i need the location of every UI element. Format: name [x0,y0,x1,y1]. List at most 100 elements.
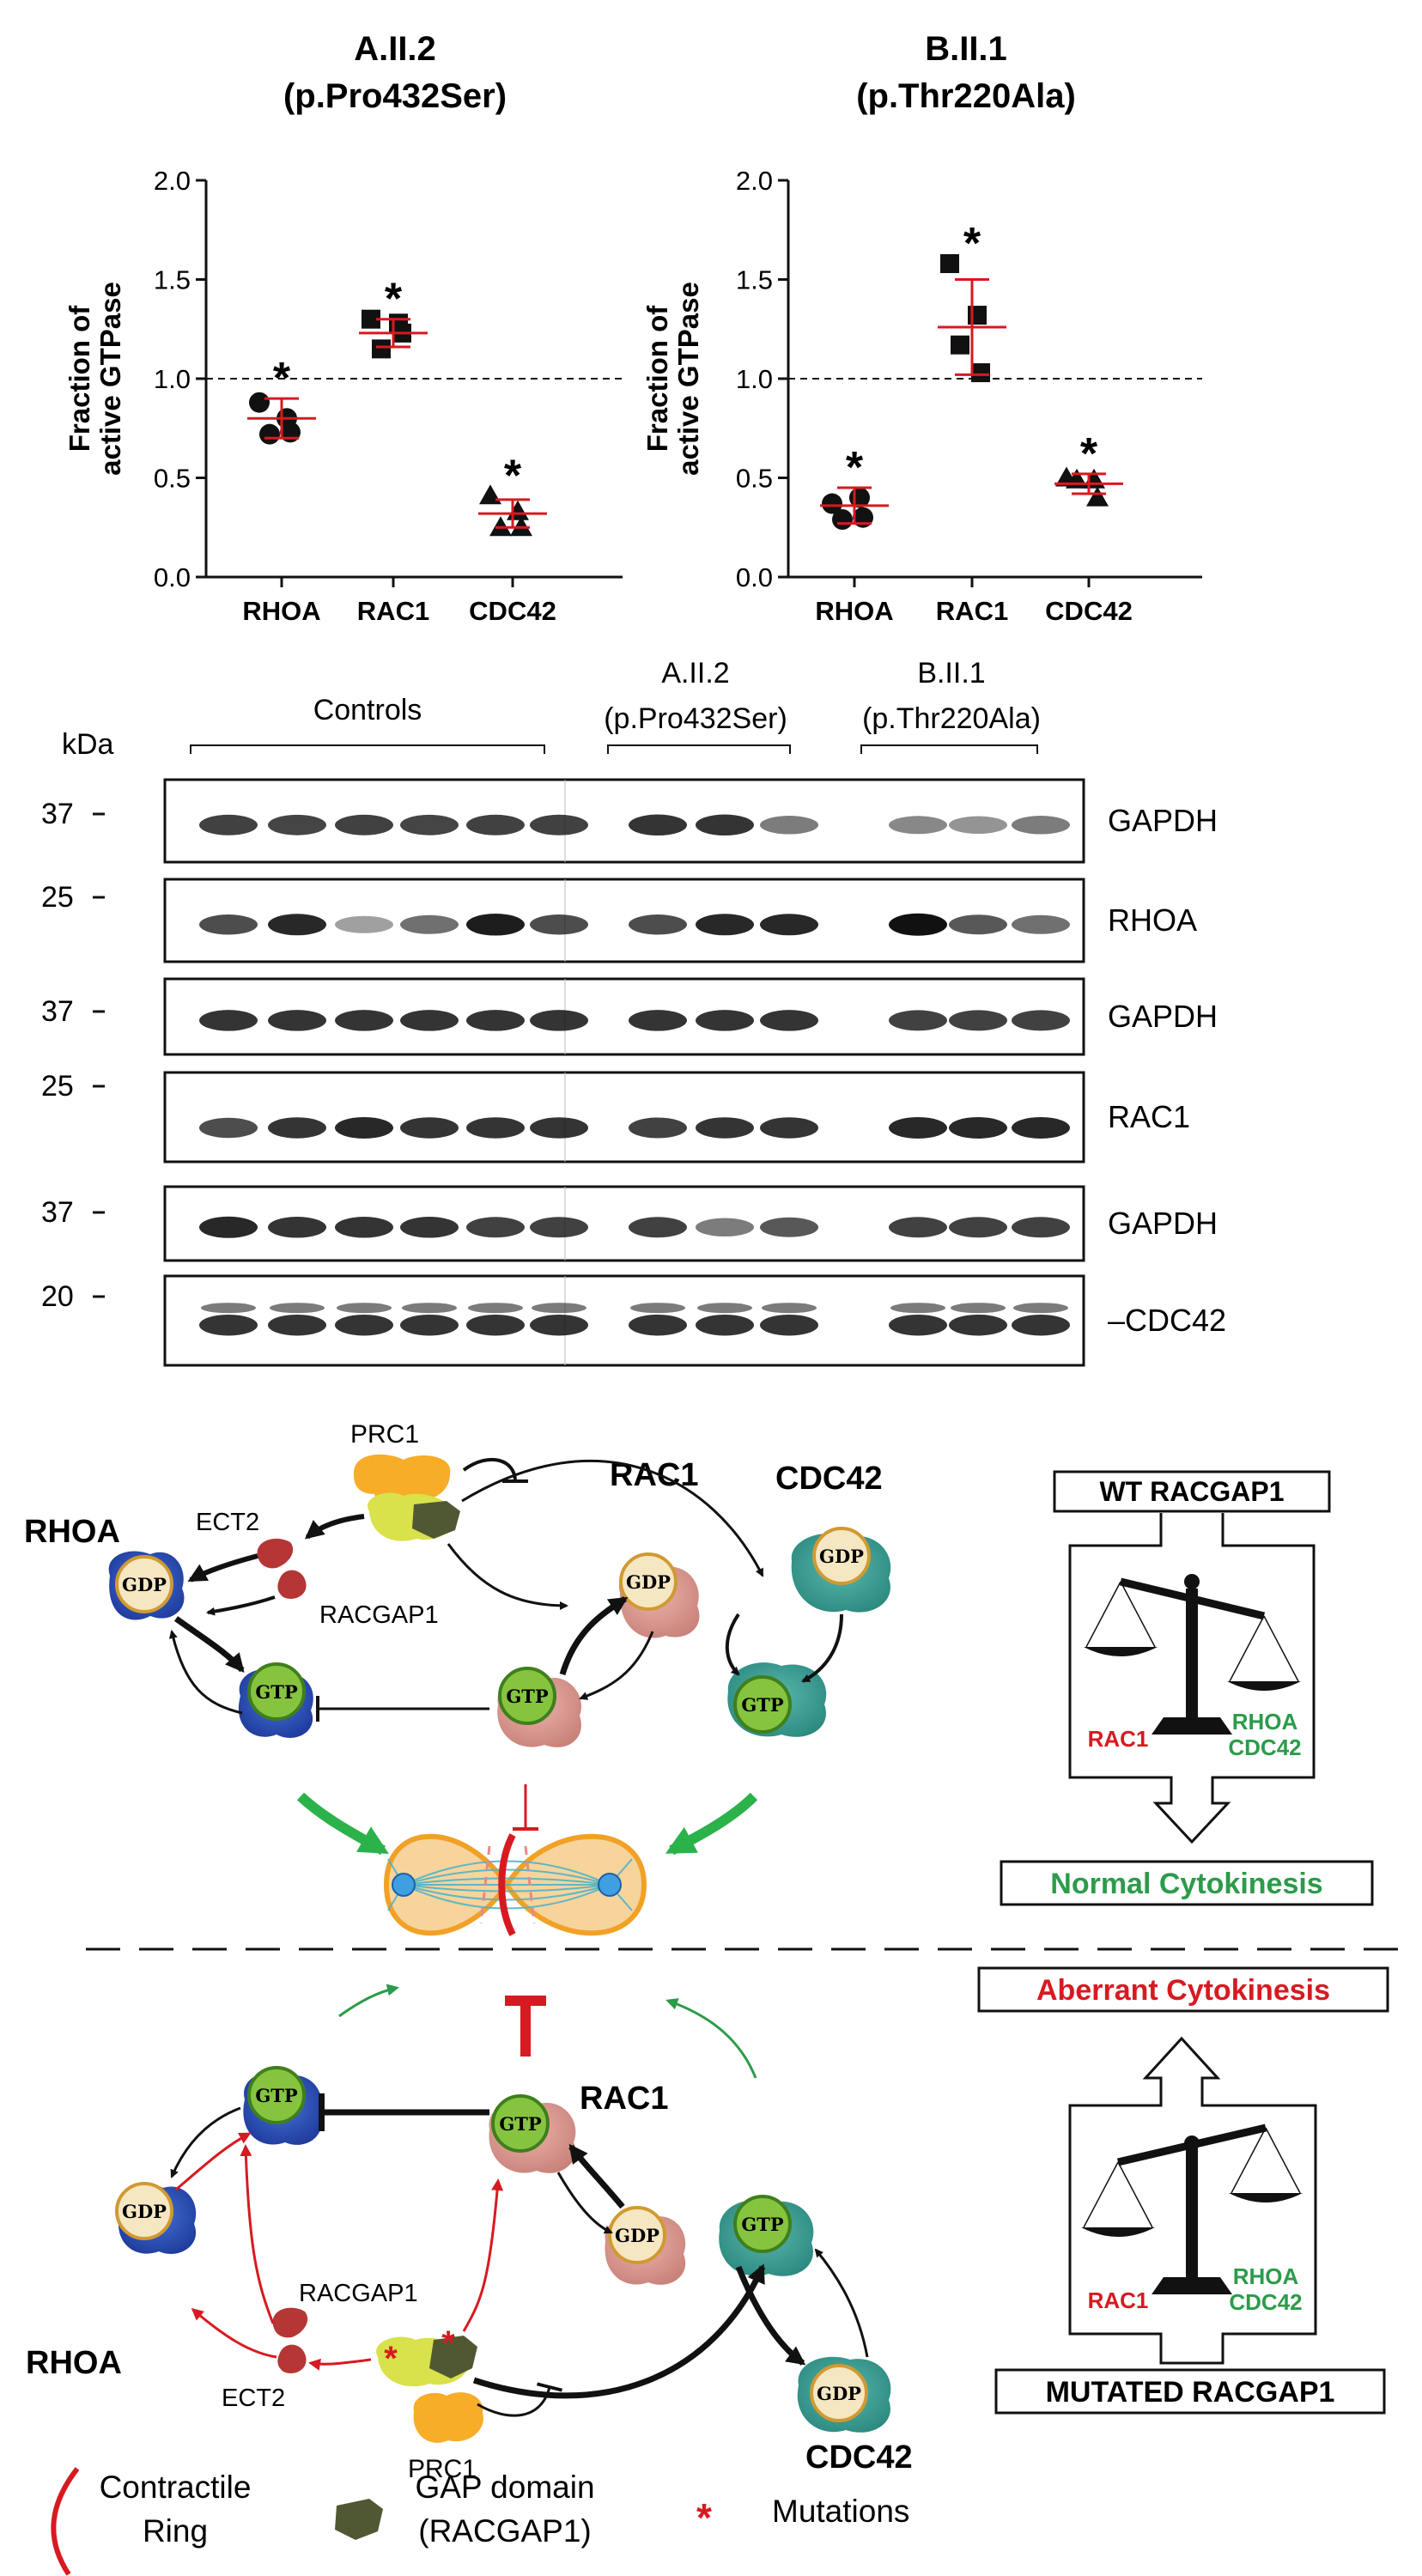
svg-text:GDP: GDP [817,2383,861,2404]
wt-title-box [1053,1470,1331,1513]
blot-band [268,814,326,835]
contractile-ring-legend-icon [51,2467,80,2576]
data-point [1086,486,1109,507]
svg-text:*: * [384,2340,398,2378]
blot-band [335,1010,393,1031]
blot-band [760,1217,818,1237]
green-arrow-bottom-left [338,1984,399,2018]
wt-rac1-label: RAC1 [1088,1726,1149,1752]
blot-band [629,1117,687,1139]
gdp-token-cdc42-top: GDP [812,1527,871,1585]
blot-band [400,1217,459,1238]
aberrant-outcome: Aberrant Cytokinesis [1036,1974,1330,2007]
blot-band [199,1314,258,1336]
mutation-marker: * * [384,2324,455,2378]
ect2-label-bottom: ECT2 [222,2385,285,2412]
kda-marker: 20 [41,1280,74,1313]
blot-band [949,816,1007,835]
blot-band [335,915,393,933]
blot-band [1012,1010,1070,1031]
green-arrow-top-right [665,1792,758,1856]
group-label-line2: (p.Pro432Ser) [604,702,787,735]
blot-band [629,914,687,935]
blot-band [949,1217,1007,1238]
y-tick-label: 2.0 [736,166,773,196]
gtp-token-rhoa-top: GTP [247,1662,306,1721]
blot-band-upper [201,1303,256,1314]
x-tick-label: RHOA [242,596,320,626]
aberrant-outcome-box [977,1966,1389,2013]
svg-text:GTP: GTP [255,1681,298,1703]
gap-domain [412,1501,460,1539]
blot-band [629,814,687,836]
legend: Contractile Ring GAP domain (RACGAP1) * … [51,2467,909,2576]
x-tick-label: RAC1 [936,596,1008,626]
y-tick-label: 0.0 [736,562,773,592]
ect2-protein-bottom [272,2307,308,2373]
blot-band [199,1117,258,1139]
blot-band [889,1314,947,1336]
mutated-title: MUTATED RACGAP1 [1046,2376,1335,2409]
blot-band-upper [402,1303,457,1314]
y-tick-label: 1.5 [154,265,191,295]
y-tick-label: 0.5 [154,464,191,494]
data-point [249,392,270,413]
blot-band [400,1010,459,1031]
normal-outcome-box [1000,1860,1374,1906]
gtp-token-rac1-bottom: GTP [491,2094,550,2153]
blot-band [760,914,818,936]
kda-label: kDa [62,728,114,761]
blot-band [530,814,588,835]
blot-band [530,914,588,935]
kda-marker: 37 [41,995,74,1028]
plot-title: A.II.2 [354,30,436,68]
blot-band [400,1314,459,1336]
plot-subtitle: (p.Pro432Ser) [283,77,507,115]
green-arrow-bottom-right [665,1998,757,2079]
blot-band [268,914,326,936]
significance-marker: * [273,354,291,404]
blot-band [760,1314,818,1336]
gtp-token-rac1-top: GTP [498,1667,556,1725]
blot-band [400,1117,459,1139]
data-point [362,309,380,329]
green-arrow-top-left [296,1792,389,1856]
svg-text:GTP: GTP [255,2085,298,2106]
blot-band [466,1314,525,1336]
blot-band [335,1217,393,1238]
racgap1-label-top: RACGAP1 [319,1601,439,1629]
blot-band [466,914,525,936]
arrows-top [168,1457,843,1722]
blot-label: GAPDH [1108,999,1218,1034]
group-bracket [607,744,791,754]
blot-group-3: B.II.1(p.Thr220Ala) [860,657,1041,754]
rhoa-label-bottom: RHOA [26,2345,122,2381]
blot-band [889,1010,947,1031]
blot-band [949,1116,1007,1139]
data-point [479,484,501,505]
blot-band [1012,816,1070,835]
blot-band [268,1217,326,1238]
legend-ring-line1: Contractile [100,2470,252,2505]
blot-frame [163,1071,1085,1163]
rac1-label-bottom: RAC1 [580,2081,668,2117]
x-tick-label: CDC42 [1045,596,1133,626]
blot-band [1012,914,1070,934]
blot-band [335,1116,393,1139]
blot-band [1012,1116,1070,1139]
racgap1-label-bottom: RACGAP1 [299,2280,418,2307]
blot-band-upper [630,1303,685,1314]
blot-band [199,814,258,835]
blot-band [949,1010,1007,1031]
y-tick-label: 2.0 [154,166,191,196]
cytokinesis-schematic: ECT2 PRC1 RACGAP1 RHOA RAC1 CDC42 GDP GT… [24,1420,1417,2576]
group-label: Controls [313,694,422,726]
gdp-token-rac1-top: GDP [619,1552,678,1611]
svg-text:GDP: GDP [615,2225,659,2246]
